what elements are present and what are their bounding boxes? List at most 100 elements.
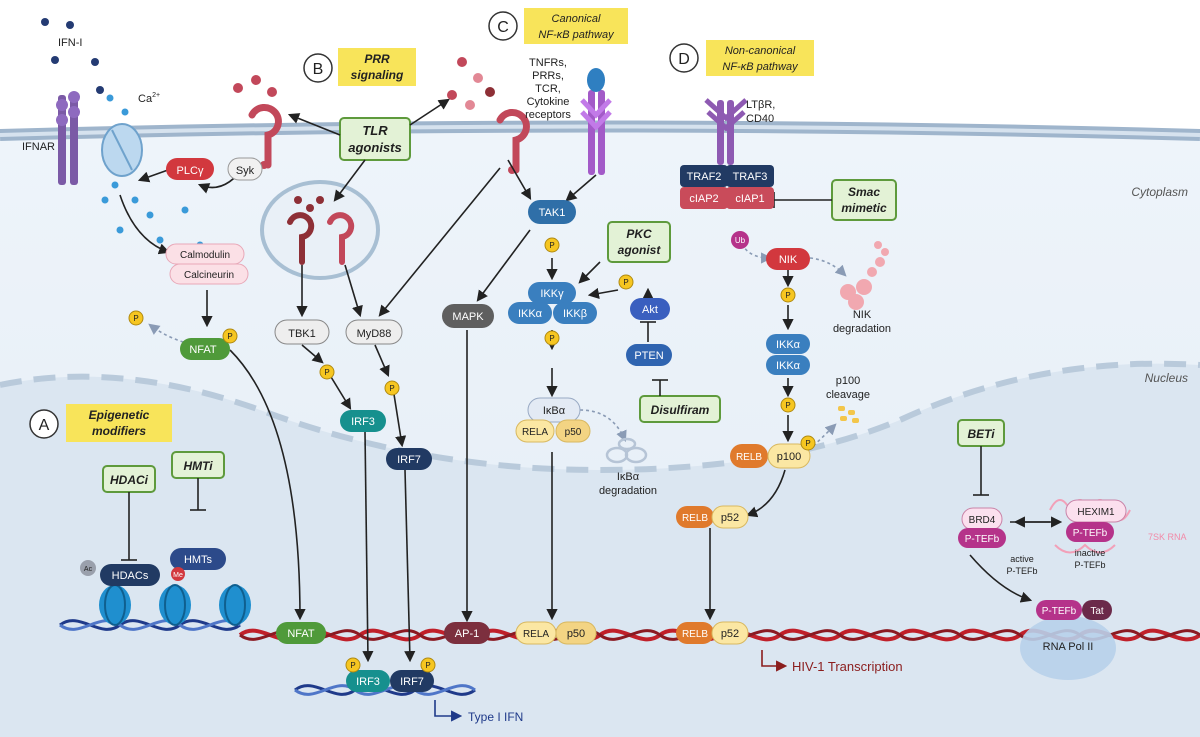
section-b-letter: B [313, 61, 324, 78]
svg-text:cIAP2: cIAP2 [689, 193, 718, 205]
svg-text:TNFRs,: TNFRs, [529, 57, 567, 69]
nik-node: NIK [766, 248, 810, 270]
nucleosome-3 [219, 584, 251, 626]
myd88-node: MyD88 [345, 319, 403, 345]
calcium-channel [101, 123, 143, 177]
phosphate-label: P [549, 241, 554, 250]
hexim1-ptefb-complex: HEXIM1 P-TEFb [1065, 499, 1127, 542]
svg-text:p52: p52 [721, 628, 739, 640]
brd4-ptefb-complex: BRD4 P-TEFb [958, 507, 1006, 548]
section-c-title-1: Canonical [552, 13, 601, 25]
pathway-arrows [119, 98, 1063, 663]
beti-label: BETi [967, 427, 995, 441]
svg-text:IRF7: IRF7 [397, 454, 421, 466]
tlr-agonists-line1: TLR [362, 123, 388, 138]
nfat-dna-node: NFAT [276, 622, 326, 644]
svg-text:RELB: RELB [682, 513, 708, 524]
relb-p100-complex: RELB p100 [730, 443, 811, 469]
svg-text:p100: p100 [777, 451, 801, 463]
section-a-title-2: modifiers [92, 424, 146, 438]
nucleosome-2 [159, 584, 191, 626]
phosphate-group [544, 237, 560, 253]
svg-text:Syk: Syk [236, 165, 255, 177]
svg-text:CD40: CD40 [746, 113, 774, 125]
svg-text:MAPK: MAPK [452, 311, 484, 323]
hdaci-label: HDACi [110, 473, 149, 487]
pkc-agonist-line2: agonist [618, 243, 662, 257]
hmts-node: HMTs [170, 548, 226, 570]
section-d-circle: D [669, 43, 699, 73]
tbk1-node: TBK1 [274, 319, 330, 345]
hdacs-node: HDACs [100, 564, 160, 586]
svg-text:Ub: Ub [735, 236, 746, 245]
nik-degradation-label: NIK degradation [833, 309, 891, 335]
ubiquitin-node: Ub [731, 231, 749, 249]
phosphate-label: P [785, 401, 790, 410]
svg-text:LTβR,: LTβR, [746, 99, 775, 111]
p100-cleavage-icon [838, 406, 859, 423]
svg-text:p50: p50 [565, 427, 582, 438]
svg-text:PTEN: PTEN [634, 350, 663, 362]
rela-p50-dna: RELA p50 [515, 621, 597, 645]
phosphate-group [384, 380, 400, 396]
hmti-label: HMTi [183, 459, 213, 473]
svg-text:PRRs,: PRRs, [532, 70, 564, 82]
section-c-circle: C [488, 11, 518, 41]
phosphate-label: P [425, 661, 430, 670]
svg-text:p50: p50 [567, 628, 585, 640]
svg-text:p52: p52 [721, 512, 739, 524]
tak1-node: TAK1 [528, 200, 576, 224]
hiv-transcription-label: HIV-1 Transcription [792, 659, 903, 674]
7sk-rna-label: 7SK RNA [1148, 532, 1187, 542]
svg-text:NIK: NIK [779, 254, 798, 266]
nuclear-envelope [0, 360, 1200, 474]
calcium-ions [101, 94, 204, 249]
ptefb-tat-complex: P-TEFb Tat [1036, 600, 1112, 620]
svg-text:P-TEFb: P-TEFb [1042, 606, 1077, 617]
calcium-label: Ca2+ [138, 92, 160, 105]
ikba-degradation-label: IκBα degradation [599, 471, 657, 497]
cytoplasm-label: Cytoplasm [1131, 185, 1188, 199]
svg-text:IKKα: IKKα [518, 308, 543, 320]
section-a-label: Epigenetic modifiers [66, 404, 172, 442]
pkc-agonist-box: PKC agonist [607, 221, 671, 263]
tlr-agonists-box: TLR agonists [339, 117, 411, 161]
irf7-dna-node: IRF7 [390, 670, 434, 692]
beti-box: BETi [957, 419, 1005, 447]
svg-text:TRAF3: TRAF3 [733, 171, 768, 183]
svg-text:degradation: degradation [599, 485, 657, 497]
nfat-node: NFAT [180, 338, 230, 360]
phosphate-group [780, 287, 796, 303]
svg-text:IKKα: IKKα [776, 360, 801, 372]
calcineurin-node: Calcineurin [169, 263, 249, 285]
svg-text:Akt: Akt [642, 304, 658, 316]
mapk-node: MAPK [442, 304, 494, 328]
phosphate-group [420, 657, 436, 673]
phosphate-group [345, 657, 361, 673]
section-d-title-1: Non-canonical [725, 45, 796, 57]
rna-pol-ii: RNA Pol II [1020, 616, 1116, 680]
svg-text:IKKα: IKKα [776, 339, 801, 351]
ikka-dimer: IKKα IKKα [766, 334, 810, 375]
ap1-dna-node: AP-1 [444, 622, 490, 644]
irf3-cyto-node: IRF3 [340, 410, 386, 432]
svg-text:Cytokine: Cytokine [527, 96, 570, 108]
svg-text:P-TEFb: P-TEFb [965, 534, 1000, 545]
svg-text:HEXIM1: HEXIM1 [1077, 507, 1115, 518]
ikba-complex: IκBα RELA p50 [515, 397, 591, 443]
svg-text:IRF3: IRF3 [351, 416, 375, 428]
svg-text:p100: p100 [836, 375, 860, 387]
svg-text:MyD88: MyD88 [357, 328, 392, 340]
relb-p52-cyto: RELB p52 [676, 505, 749, 529]
section-d-title-2: NF-κB pathway [722, 61, 799, 73]
svg-text:NIK: NIK [853, 309, 872, 321]
svg-text:P-TEFb: P-TEFb [1074, 560, 1105, 570]
svg-text:Calmodulin: Calmodulin [180, 250, 230, 261]
svg-text:RELB: RELB [682, 629, 708, 640]
svg-text:NFAT: NFAT [287, 628, 315, 640]
svg-text:TCR,: TCR, [535, 83, 561, 95]
nik-degradation-icon [840, 241, 889, 310]
section-c-label: Canonical NF-κB pathway [524, 8, 628, 44]
phosphate-label: P [805, 439, 810, 448]
